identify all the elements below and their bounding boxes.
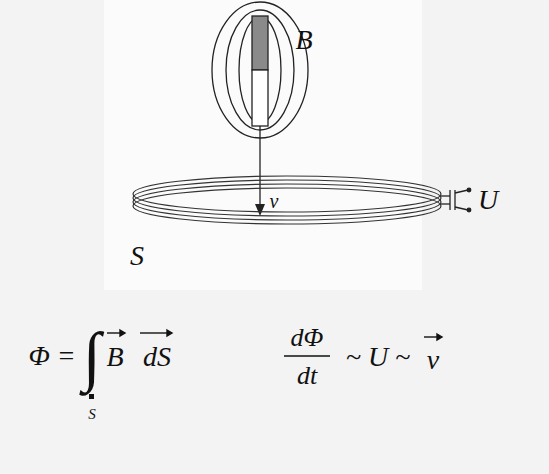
voltage-symbol: U (478, 186, 498, 214)
formula-term: dS (143, 343, 171, 371)
fraction-denominator: dt (297, 363, 317, 389)
drawing-ground (104, 0, 422, 290)
integral-mark (89, 394, 94, 399)
integral-subscript: S (88, 407, 96, 422)
coil-terminals (441, 188, 471, 212)
field-lines (212, 2, 308, 138)
vector-arrows (107, 330, 442, 340)
velocity-arrow (255, 126, 265, 216)
formula-term: Φ = (28, 342, 75, 370)
fraction-numerator: dΦ (291, 325, 324, 351)
formula-term: ~ U ~ (346, 343, 411, 371)
formula-term: v (427, 346, 439, 374)
velocity-symbol: v (270, 191, 279, 211)
coil-windings (133, 176, 441, 224)
bar-magnet (252, 16, 268, 126)
fraction-bar (284, 355, 330, 357)
formula-term: B (106, 343, 123, 371)
surface-symbol: S (130, 242, 144, 270)
field-symbol: B (295, 26, 312, 54)
integral-sign: ∫ (83, 323, 101, 389)
